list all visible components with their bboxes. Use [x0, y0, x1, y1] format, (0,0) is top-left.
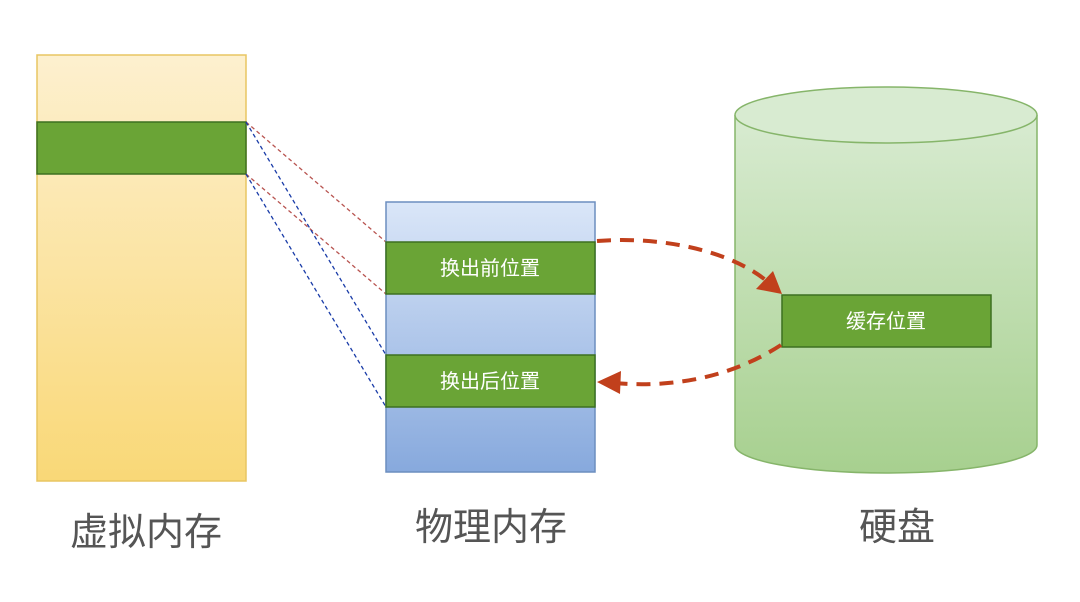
swap-out-arrowhead	[756, 271, 782, 294]
virtual-memory-page	[36, 121, 247, 175]
swap-out-after-page	[385, 354, 596, 408]
swap-arrows	[596, 238, 783, 394]
disk-cylinder-body	[734, 115, 1038, 474]
swap-out-arrow-line	[596, 238, 770, 284]
swap-out-after-label: 换出后位置	[440, 369, 540, 393]
physical-memory: 换出前位置 换出后位置 物理内存	[385, 201, 596, 549]
virtual-memory-block	[36, 54, 247, 482]
physical-memory-caption: 物理内存	[415, 505, 567, 549]
disk-cylinder-top	[734, 86, 1038, 144]
virtual-memory: 虚拟内存	[36, 54, 247, 554]
cache-page	[781, 294, 992, 348]
disk-caption: 硬盘	[859, 505, 935, 549]
virtual-memory-caption: 虚拟内存	[70, 510, 222, 554]
page-mapping-lines	[245, 121, 387, 408]
swap-out-before-label: 换出前位置	[440, 256, 540, 280]
mapping-line-blue-bottom	[245, 173, 387, 408]
mapping-line-red-top	[245, 121, 387, 243]
cache-label: 缓存位置	[846, 309, 926, 333]
mapping-line-blue-top	[245, 121, 387, 356]
swap-in-arrowhead	[597, 371, 621, 394]
swap-out-before-page	[385, 241, 596, 295]
mapping-line-red-bottom	[245, 173, 387, 295]
disk: 缓存位置 硬盘	[734, 86, 1038, 549]
